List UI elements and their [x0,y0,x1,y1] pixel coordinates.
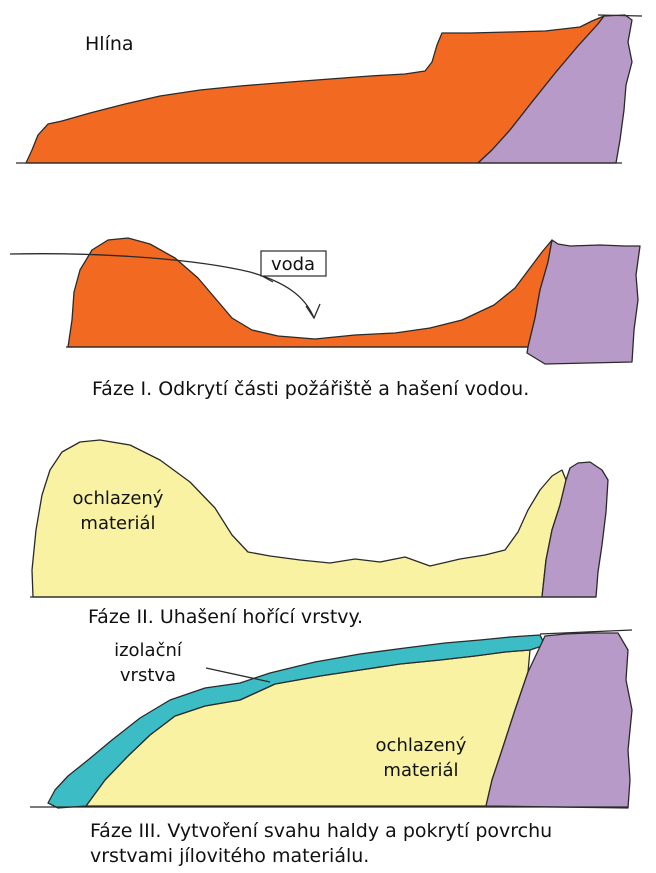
clay-label: Hlína [85,33,134,55]
cooled-material-label-line1: ochlazený [73,488,164,509]
panel-3-phase-2: ochlazený materiál Fáze II. Uhašení hoří… [30,440,608,628]
panel-2-phase-1: voda Fáze I. Odkrytí části požářiště a h… [10,238,640,400]
cooled-material-label-line2: materiál [80,513,155,534]
insulation-label-line1: izolační [114,640,183,661]
phase-2-caption: Fáze II. Uhašení hořící vrstvy. [88,606,363,628]
phase-1-caption: Fáze I. Odkrytí části požářiště a hašení… [92,378,529,400]
panel-1-initial-state: Hlína [16,15,642,163]
panel-4-phase-3: izolační vrstva ochlazený materiál Fáze … [30,630,632,867]
phase-3-caption-line2: vrstvami jílovitého materiálu. [90,845,369,867]
insulation-label-line2: vrstva [120,665,176,686]
water-label: voda [271,254,315,275]
insulation-label-pointer [206,668,270,682]
cooled-material-label-line2: materiál [383,760,458,781]
cooled-material-label-line1: ochlazený [376,735,467,756]
phase-3-caption-line1: Fáze III. Vytvoření svahu haldy a pokryt… [90,820,552,842]
